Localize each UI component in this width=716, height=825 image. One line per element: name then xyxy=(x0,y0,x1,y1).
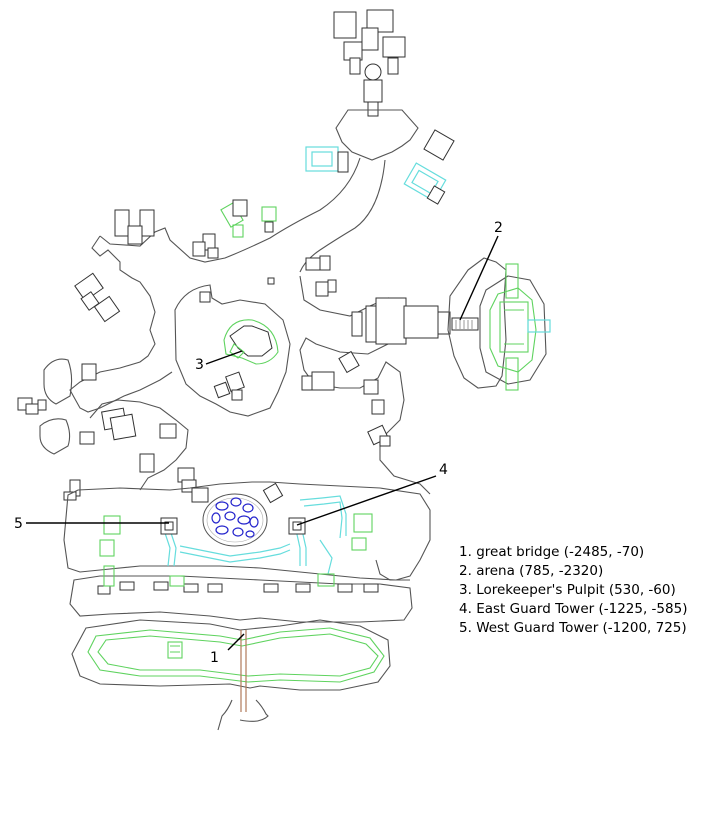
legend-number: 5. xyxy=(459,620,472,636)
callout-5: 5 xyxy=(14,516,23,532)
callout-3: 3 xyxy=(195,357,204,373)
legend-label: West Guard Tower (-1200, 725) xyxy=(476,620,687,636)
west-district-outline xyxy=(69,235,173,413)
legend-item-lorekeepers-pulpit: 3. Lorekeeper's Pulpit (530, -60) xyxy=(459,581,687,600)
legend-number: 1. xyxy=(459,544,472,560)
south-green-buildings xyxy=(99,482,373,587)
arena-ring xyxy=(447,257,507,389)
legend-item-arena: 2. arena (785, -2320) xyxy=(459,562,687,581)
callout-lines xyxy=(26,235,499,651)
northwest-buildings xyxy=(114,199,277,259)
west-lower-outline xyxy=(89,399,189,491)
lake-shore xyxy=(71,619,391,691)
callout-2: 2 xyxy=(494,220,503,236)
east-buildings xyxy=(301,255,391,447)
far-west-pods xyxy=(43,358,73,405)
lake-water xyxy=(87,627,385,683)
central-crossroads xyxy=(174,284,291,417)
arena-wing xyxy=(351,297,479,345)
south-lower-band xyxy=(69,575,413,623)
great-bridge xyxy=(217,630,269,731)
west-guard-tower xyxy=(160,517,178,535)
legend-label: Lorekeeper's Pulpit (530, -60) xyxy=(476,582,676,598)
east-guard-tower xyxy=(288,517,306,535)
legend-number: 4. xyxy=(459,601,472,617)
north-tower-complex xyxy=(333,9,406,117)
legend-label: arena (785, -2320) xyxy=(476,563,604,579)
lake-pier xyxy=(167,641,183,659)
north-cyan-towers xyxy=(305,129,455,205)
legend-item-east-guard-tower: 4. East Guard Tower (-1225, -585) xyxy=(459,600,687,619)
west-buildings xyxy=(74,272,121,381)
arena xyxy=(479,263,551,391)
leader-line-great-bridge xyxy=(227,633,245,651)
callout-1: 1 xyxy=(210,650,219,666)
north-road xyxy=(99,157,361,263)
legend-label: East Guard Tower (-1225, -585) xyxy=(476,601,688,617)
legend-item-west-guard-tower: 5. West Guard Tower (-1200, 725) xyxy=(459,619,687,638)
west-lower-buildings xyxy=(63,407,197,501)
south-district-outline xyxy=(63,481,431,581)
south-stalls xyxy=(97,581,379,595)
leader-line-east-guard-tower xyxy=(296,475,437,526)
map-legend: 1. great bridge (-2485, -70) 2. arena (7… xyxy=(459,543,687,638)
cyan-aqueduct xyxy=(163,495,347,575)
legend-number: 2. xyxy=(459,563,472,579)
central-fountain xyxy=(202,493,268,547)
legend-number: 3. xyxy=(459,582,472,598)
legend-label: great bridge (-2485, -70) xyxy=(476,544,645,560)
callout-4: 4 xyxy=(439,462,448,478)
leader-line-lorekeepers-pulpit xyxy=(205,350,243,365)
legend-item-great-bridge: 1. great bridge (-2485, -70) xyxy=(459,543,687,562)
leader-line-arena xyxy=(459,235,499,321)
north-plaza xyxy=(335,109,419,161)
